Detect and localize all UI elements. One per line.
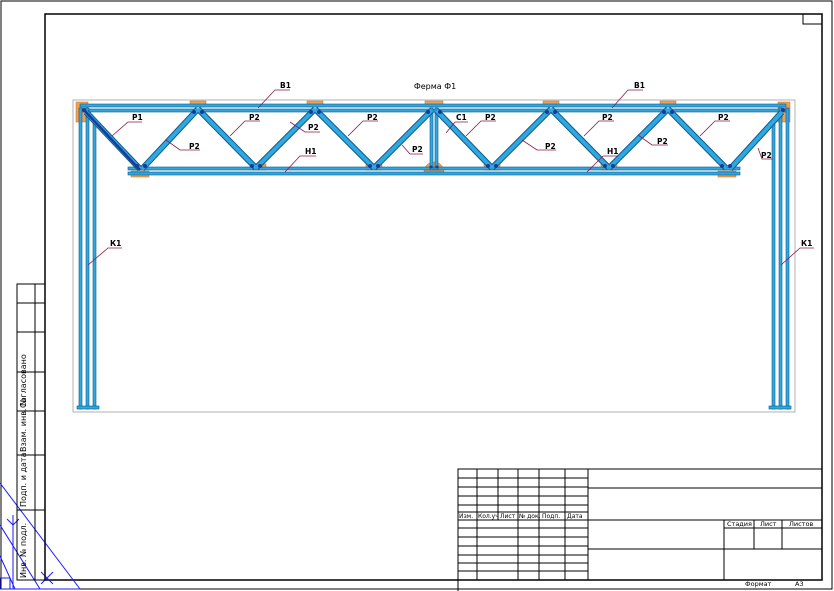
label-k1-left: К1 [110,239,121,248]
label-r2-2: Р2 [367,113,378,122]
leader-lines [87,89,814,266]
label-r1: Р1 [132,113,143,122]
drawing-title: Ферма Ф1 [414,82,456,91]
side-stamp [16,283,46,581]
title-block [457,468,823,591]
drawing-frame [44,13,823,581]
label-v1-right: В1 [634,81,645,90]
tb-stadiya: Стадия [727,520,752,528]
bolts [82,108,785,169]
label-r2-11: Р2 [761,151,772,160]
corner-box [802,13,823,25]
label-r2-4: Р2 [602,113,613,122]
tb-izm: Изм. [459,513,473,520]
label-r2-7: Р2 [308,123,319,132]
tb-list: Лист [500,513,516,520]
tb-data: Дата [567,513,583,520]
stamp-inv-podl: Инв. № подл. [19,523,28,578]
tb-listov: Листов [789,520,813,528]
stamp-soglasovano: Согласовано [19,354,28,408]
label-s1: С1 [456,113,467,122]
label-r2-1: Р2 [249,113,260,122]
label-n1-left: Н1 [305,147,317,156]
label-r2-6: Р2 [189,142,200,151]
label-k1-right: К1 [801,239,812,248]
label-r2-9: Р2 [657,137,668,146]
label-n1-right: Н1 [607,147,619,156]
tb-format-value: А3 [795,580,804,588]
label-r2-10: Р2 [412,145,423,154]
label-r2-3: Р2 [485,113,496,122]
label-r2-5: Р2 [718,113,729,122]
label-r2-8: Р2 [545,142,556,151]
tb-kol-uch: Кол.уч [478,513,499,520]
label-v1-left: В1 [280,81,291,90]
stamp-podp-data: Подп. и дата [19,452,28,507]
tb-list2: Лист [760,520,777,528]
stamp-vzam-inv: Взам. инв. № [19,397,28,452]
diagonals [83,106,785,172]
truss-frame [72,99,796,413]
tb-podp: Подп. [542,513,560,520]
tb-format-label: Формат [745,580,772,588]
tb-n-dok: № док. [519,513,541,520]
truss-outline [72,99,796,413]
construction-lines [0,482,81,590]
